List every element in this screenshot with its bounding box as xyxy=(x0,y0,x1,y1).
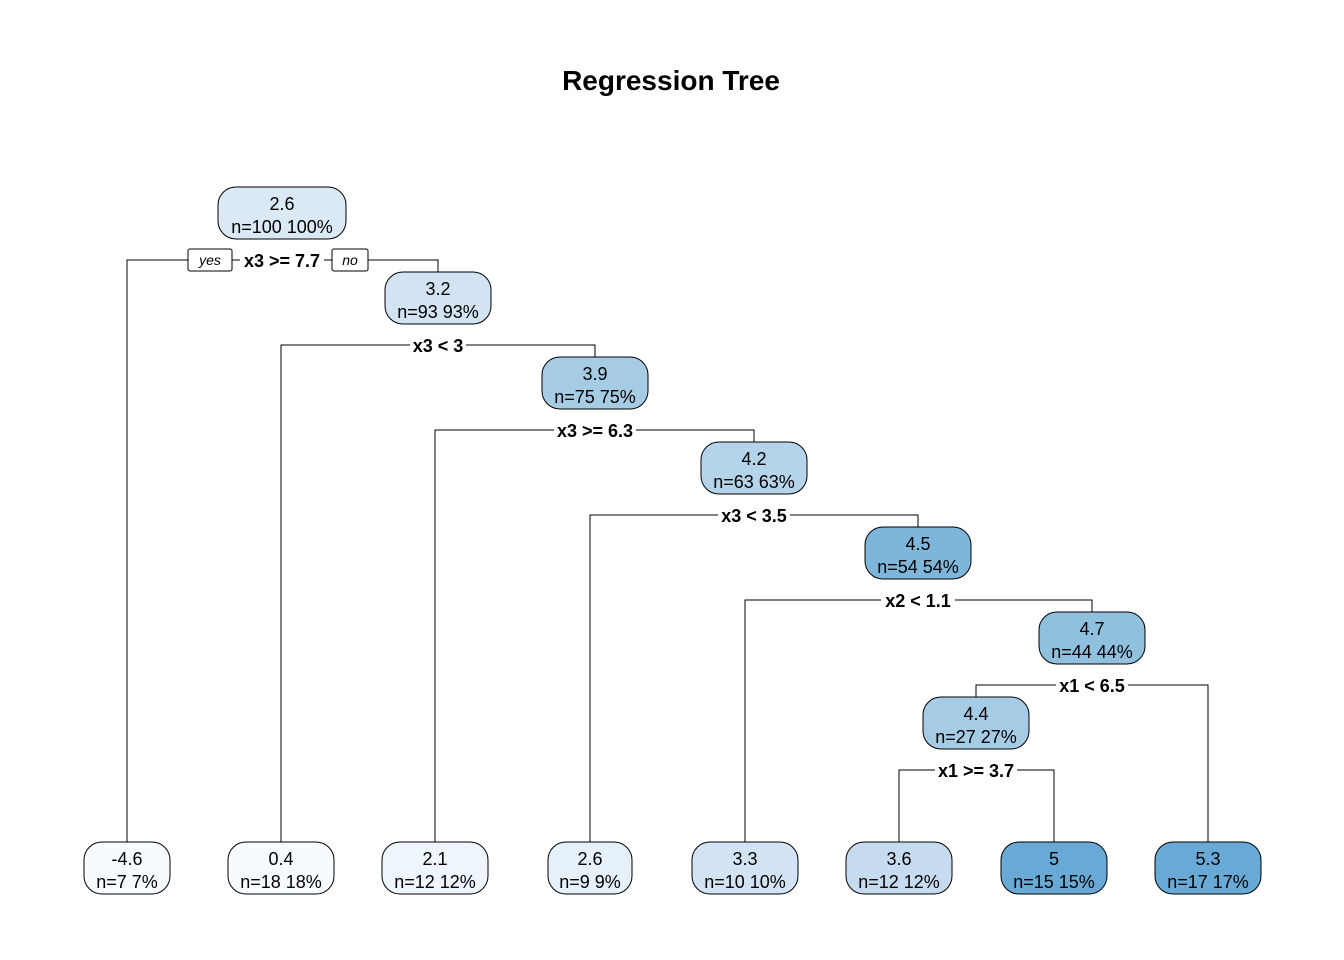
tree-node-n59: 4.7 n=44 44% xyxy=(1038,611,1146,665)
leaf-node-l237: 5 n=15 15% xyxy=(1000,841,1108,895)
split-label-bg xyxy=(410,334,466,356)
node-box xyxy=(381,841,489,895)
split-labels: x3 >= 7.7 yes no x3 < 3 x3 >= 6.3 x3 < 3.5 x2 … xyxy=(187,248,1128,781)
node-value: 3.3 xyxy=(732,849,757,869)
node-stats: n=27 27% xyxy=(935,727,1017,747)
leaf-node-l2: -4.6 n=7 7% xyxy=(83,841,171,895)
tree-node-n7: 3.9 n=75 75% xyxy=(541,356,649,410)
split-label-bg xyxy=(554,419,636,441)
tree-node-n29: 4.5 n=54 54% xyxy=(864,526,972,580)
tree-node-n118: 4.4 n=27 27% xyxy=(922,696,1030,750)
node-value: 5.3 xyxy=(1195,849,1220,869)
split-label-bg xyxy=(1056,674,1128,696)
tree-node-n1: 2.6 n=100 100% xyxy=(217,186,347,240)
leaf-node-l6: 0.4 n=18 18% xyxy=(227,841,335,895)
node-box xyxy=(845,841,953,895)
node-value: 4.2 xyxy=(741,449,766,469)
node-stats: n=12 12% xyxy=(858,872,940,892)
tree-edges xyxy=(126,259,1209,842)
leaf-node-l119: 5.3 n=17 17% xyxy=(1154,841,1262,895)
node-value: 4.7 xyxy=(1079,619,1104,639)
yes-tag-box xyxy=(187,248,233,272)
node-value: 2.6 xyxy=(577,849,602,869)
node-box xyxy=(384,271,492,325)
split-label-bg xyxy=(718,504,790,526)
node-value: 3.9 xyxy=(582,364,607,384)
split-label-n118: x1 >= 3.7 xyxy=(938,761,1014,781)
node-stats: n=10 10% xyxy=(704,872,786,892)
node-box xyxy=(1000,841,1108,895)
node-stats: n=12 12% xyxy=(394,872,476,892)
node-value: 2.6 xyxy=(269,194,294,214)
node-stats: n=9 9% xyxy=(559,872,621,892)
node-stats: n=18 18% xyxy=(240,872,322,892)
node-value: 4.4 xyxy=(963,704,988,724)
diagram-title: Regression Tree xyxy=(562,65,780,96)
node-box xyxy=(1154,841,1262,895)
node-box xyxy=(922,696,1030,750)
split-label-bg xyxy=(935,759,1017,781)
node-box xyxy=(691,841,799,895)
split-label-n59: x1 < 6.5 xyxy=(1059,676,1125,696)
node-box xyxy=(541,356,649,410)
tree-node-n14: 4.2 n=63 63% xyxy=(700,441,808,495)
split-label-bg xyxy=(240,249,324,271)
split-label-n7: x3 >= 6.3 xyxy=(557,421,633,441)
node-stats: n=7 7% xyxy=(96,872,158,892)
node-stats: n=75 75% xyxy=(554,387,636,407)
split-label-n1: x3 >= 7.7 xyxy=(244,251,320,271)
node-box xyxy=(227,841,335,895)
split-label-n14: x3 < 3.5 xyxy=(721,506,787,526)
no-tag-box xyxy=(331,248,369,272)
node-box xyxy=(547,841,633,895)
node-box xyxy=(83,841,171,895)
node-box xyxy=(1038,611,1146,665)
node-stats: n=17 17% xyxy=(1167,872,1249,892)
tree-node-n3: 3.2 n=93 93% xyxy=(384,271,492,325)
node-stats: n=15 15% xyxy=(1013,872,1095,892)
node-box xyxy=(700,441,808,495)
node-value: 3.6 xyxy=(886,849,911,869)
node-stats: n=93 93% xyxy=(397,302,479,322)
tree-nodes: 2.6 n=100 100% 3.2 n=93 93% 3.9 n=75 75% 4.2 n=… xyxy=(83,186,1262,895)
node-box xyxy=(217,186,347,240)
yes-tag: yes xyxy=(198,252,221,268)
leaf-node-l28: 2.6 n=9 9% xyxy=(547,841,633,895)
leaf-node-l58: 3.3 n=10 10% xyxy=(691,841,799,895)
node-stats: n=44 44% xyxy=(1051,642,1133,662)
node-value: 0.4 xyxy=(268,849,293,869)
node-stats: n=63 63% xyxy=(713,472,795,492)
node-value: 3.2 xyxy=(425,279,450,299)
tree-edge-n1 xyxy=(126,259,439,842)
node-box xyxy=(864,526,972,580)
node-value: 4.5 xyxy=(905,534,930,554)
no-tag: no xyxy=(342,252,358,268)
split-label-bg xyxy=(881,589,955,611)
node-value: 5 xyxy=(1049,849,1059,869)
leaf-node-l236: 3.6 n=12 12% xyxy=(845,841,953,895)
node-value: 2.1 xyxy=(422,849,447,869)
leaf-node-l15: 2.1 n=12 12% xyxy=(381,841,489,895)
split-label-n3: x3 < 3 xyxy=(413,336,464,356)
tree-edge-n7 xyxy=(434,429,755,842)
node-stats: n=54 54% xyxy=(877,557,959,577)
split-label-n29: x2 < 1.1 xyxy=(885,591,951,611)
tree-edge-n3 xyxy=(280,344,596,842)
node-value: -4.6 xyxy=(111,849,142,869)
node-stats: n=100 100% xyxy=(231,217,333,237)
